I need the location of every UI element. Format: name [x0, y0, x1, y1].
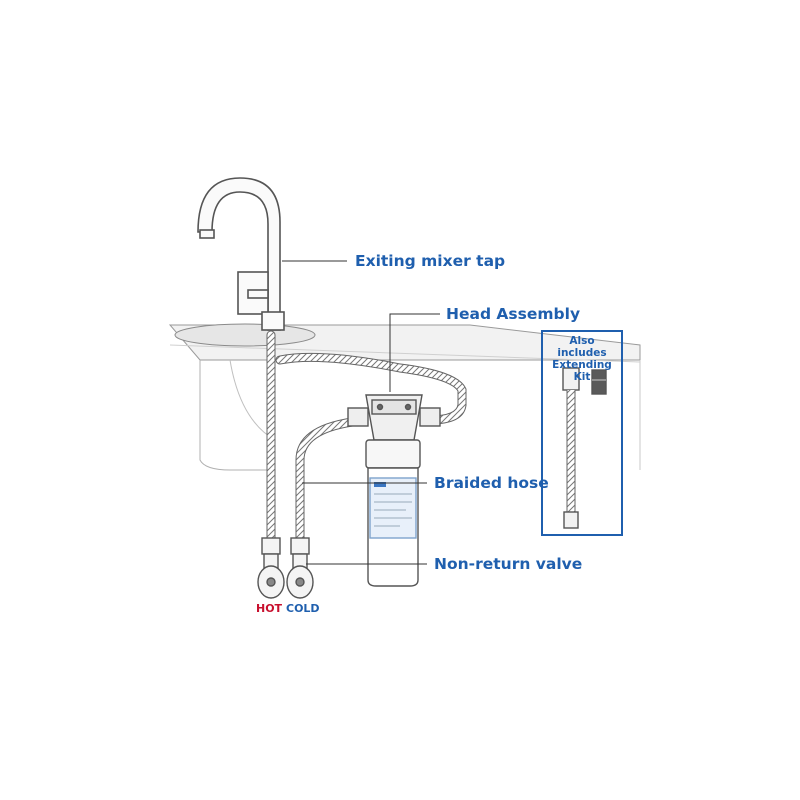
non-return-valve-label: Non-return valve — [434, 555, 583, 573]
extending-kit-title: Also includes Extending Kit — [543, 335, 621, 383]
kit-title-line1: Also includes — [557, 335, 607, 359]
mixer-tap — [197, 177, 285, 331]
filter-unit — [347, 394, 441, 587]
cold-label: COLD — [286, 602, 320, 615]
hot-label: HOT — [256, 602, 283, 615]
extending-kit — [562, 367, 607, 529]
kit-title-line2: Extending Kit — [552, 359, 612, 383]
worktop — [168, 323, 641, 471]
head-assembly-label: Head Assembly — [446, 305, 581, 323]
mixer-tap-label: Exiting mixer tap — [355, 252, 506, 270]
non-return-valves — [257, 537, 314, 599]
braided-hose-label: Braided hose — [434, 474, 549, 492]
leader-lines — [282, 260, 440, 565]
extending-kit-box: Also includes Extending Kit — [541, 330, 623, 536]
braided-hoses — [266, 330, 467, 545]
